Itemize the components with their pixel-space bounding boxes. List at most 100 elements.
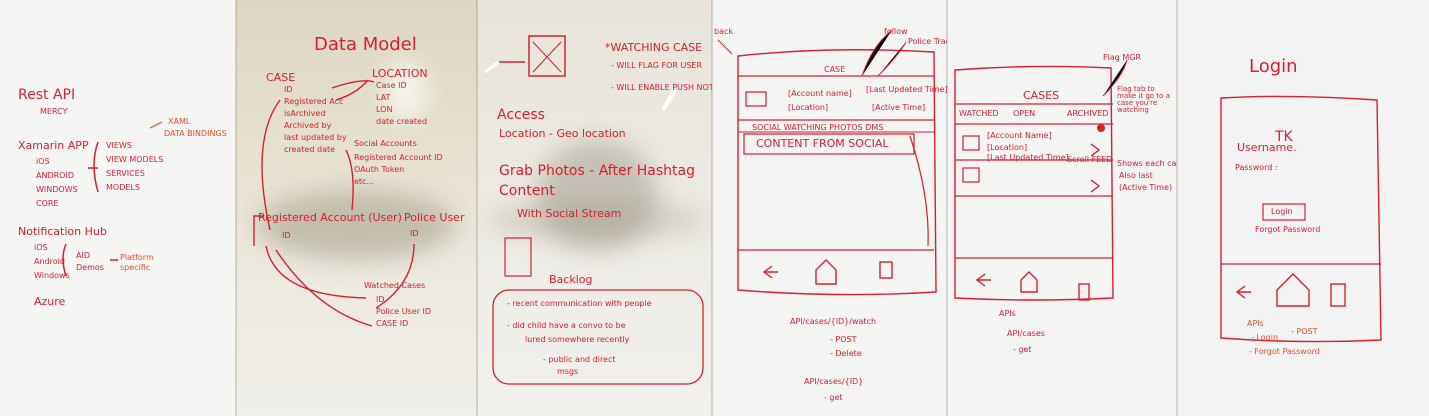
nh-note-demos: Demos [76, 263, 104, 272]
panel-seam [1176, 0, 1178, 416]
apis-label: APIs [1247, 319, 1264, 328]
nh-android: Android [34, 257, 65, 266]
tab-open: OPEN [1013, 109, 1036, 118]
case-field-created: created date [284, 145, 336, 154]
api-get: - get [824, 393, 843, 402]
api-cases-id: API/cases/{ID} [804, 377, 864, 386]
note-data-bindings: DATA BINDINGS [164, 129, 227, 138]
scroll-note: Scroll FEED [1067, 155, 1113, 164]
rest-api-label: Rest API [18, 87, 76, 103]
backlog-item-3: lured somewhere recently [525, 335, 630, 344]
nh-note-platform: Platform [120, 253, 154, 262]
whiteboard-panel-features: *WATCHING CASE - WILL FLAG FOR USER - WI… [477, 0, 712, 416]
password-label: Password : [1235, 163, 1278, 172]
registered-account-label: Registered Account (User) [258, 211, 402, 224]
feature-access: Access [497, 107, 545, 123]
panel-seam [235, 0, 237, 416]
watched-cases-label: Watched Cases [364, 281, 426, 290]
nh-windows: Windows [34, 271, 70, 280]
case-header: CASE [824, 65, 846, 74]
side-note: Flag tab to make it go to a case you're … [1117, 85, 1170, 114]
mvvm-services: SERVICES [106, 169, 145, 178]
api-cases: API/cases [1007, 329, 1045, 338]
whiteboard-panel-login-wireframe: Login TK Username. Password : Login Forg… [1177, 0, 1429, 416]
backlog-item-4: - public and direct [543, 355, 616, 364]
row-updated: [Last Updated Time] [987, 153, 1069, 162]
backlog-title: Backlog [549, 273, 593, 286]
active-time-field: [Active Time] [872, 103, 926, 112]
whiteboard-panel-architecture: Rest API MERCY Xamarin APP iOS ANDROID W… [0, 0, 236, 416]
platform-android: ANDROID [36, 171, 74, 180]
feature-grab-photos: Grab Photos - After Hashtag [499, 163, 695, 179]
notification-hub-label: Notification Hub [18, 225, 107, 238]
row-account: [Account Name] [987, 131, 1052, 140]
loc-field-lon: LON [376, 105, 393, 114]
case-field-id: ID [284, 85, 293, 94]
location-entity-label: LOCATION [372, 67, 428, 80]
panel1-strokes [62, 121, 163, 277]
watched-field-caseid: CASE ID [376, 319, 409, 328]
mvvm-viewmodels: VIEW MODELS [106, 155, 164, 164]
police-note: Police Tracking [908, 37, 947, 46]
login-phone-sketch [1220, 95, 1382, 343]
cases-title: CASES [1023, 89, 1060, 102]
xamarin-label: Xamarin APP [18, 139, 89, 152]
platform-core: CORE [36, 199, 59, 208]
tab-archived: ARCHIVED [1067, 109, 1109, 118]
panel-seam [476, 0, 478, 416]
app-logo: TK [1275, 129, 1293, 145]
mercy-label: MERCY [40, 107, 68, 116]
whiteboard-panel-data-model: Data Model CASE ID Registered Acc isArch… [236, 0, 477, 416]
case-field-registered: Registered Acc [284, 97, 344, 106]
police-user-id: ID [410, 229, 419, 238]
username-label: Username. [1237, 141, 1297, 154]
cases-list-phone-sketch [954, 59, 1128, 301]
last-updated-field: [Last Updated Time] [866, 85, 947, 94]
apis-label: APIs [999, 309, 1016, 318]
watched-field-policeid: Police User ID [376, 307, 432, 316]
social-field-regid: Registered Account ID [354, 153, 443, 162]
police-user-label: Police User [404, 211, 465, 224]
api-post: - POST [1291, 327, 1318, 336]
case-detail-phone-sketch [717, 29, 937, 296]
feature-location: Location - Geo location [499, 127, 626, 140]
social-accounts-label: Social Accounts [354, 139, 417, 148]
registered-id: ID [282, 231, 291, 240]
api-post: - POST [830, 335, 857, 344]
backlog-item-2: - did child have a convo to be [507, 321, 626, 330]
api-login: - Login [1251, 333, 1279, 342]
api-delete: - Delete [830, 349, 862, 358]
panel-seam [946, 0, 948, 416]
feature-social-stream: With Social Stream [517, 207, 622, 220]
follow-note: follow [884, 27, 908, 36]
loc-field-caseid: Case ID [376, 81, 407, 90]
loc-field-lat: LAT [376, 93, 391, 102]
mvvm-models: MODELS [106, 183, 140, 192]
loc-field-created: date created [376, 117, 428, 126]
data-model-title: Data Model [314, 34, 417, 55]
social-tabs: SOCIAL WATCHING PHOTOS DMS [752, 123, 884, 132]
whiteboard-panel-cases-list-wireframe: CASES WATCHED OPEN ARCHIVED Flag MGR [Ac… [947, 0, 1177, 416]
whiteboard-panel-case-detail-wireframe: back follow Police Tracking CASE [Accoun… [712, 0, 947, 416]
api-cases-get: - get [1013, 345, 1032, 354]
list-note-1: Shows each case [1117, 159, 1177, 168]
platform-windows: WINDOWS [36, 185, 78, 194]
content-from-social: CONTENT FROM SOCIAL [756, 137, 889, 150]
login-title: Login [1249, 56, 1298, 77]
api-watch: API/cases/{ID}/watch [790, 317, 877, 326]
feature-content: Content [499, 183, 555, 199]
panel2-relation-lines [253, 79, 415, 327]
backlog-item-1: - recent communication with people [507, 299, 652, 308]
watched-field-id: ID [376, 295, 385, 304]
platform-ios: iOS [36, 157, 50, 166]
social-field-etc: etc... [354, 177, 375, 186]
list-note-2: Also last [1119, 171, 1153, 180]
social-field-oauth: OAuth Token [354, 165, 405, 174]
nh-ios: iOS [34, 243, 48, 252]
backlog-item-5: msgs [557, 367, 579, 376]
watching-note-flag: - WILL FLAG FOR USER [611, 61, 703, 70]
back-note: back [714, 27, 734, 36]
api-forgot: - Forgot Password [1249, 347, 1320, 356]
watching-note-push: - WILL ENABLE PUSH NOTIFICATIONS [611, 83, 712, 92]
panel-seam [711, 0, 713, 416]
